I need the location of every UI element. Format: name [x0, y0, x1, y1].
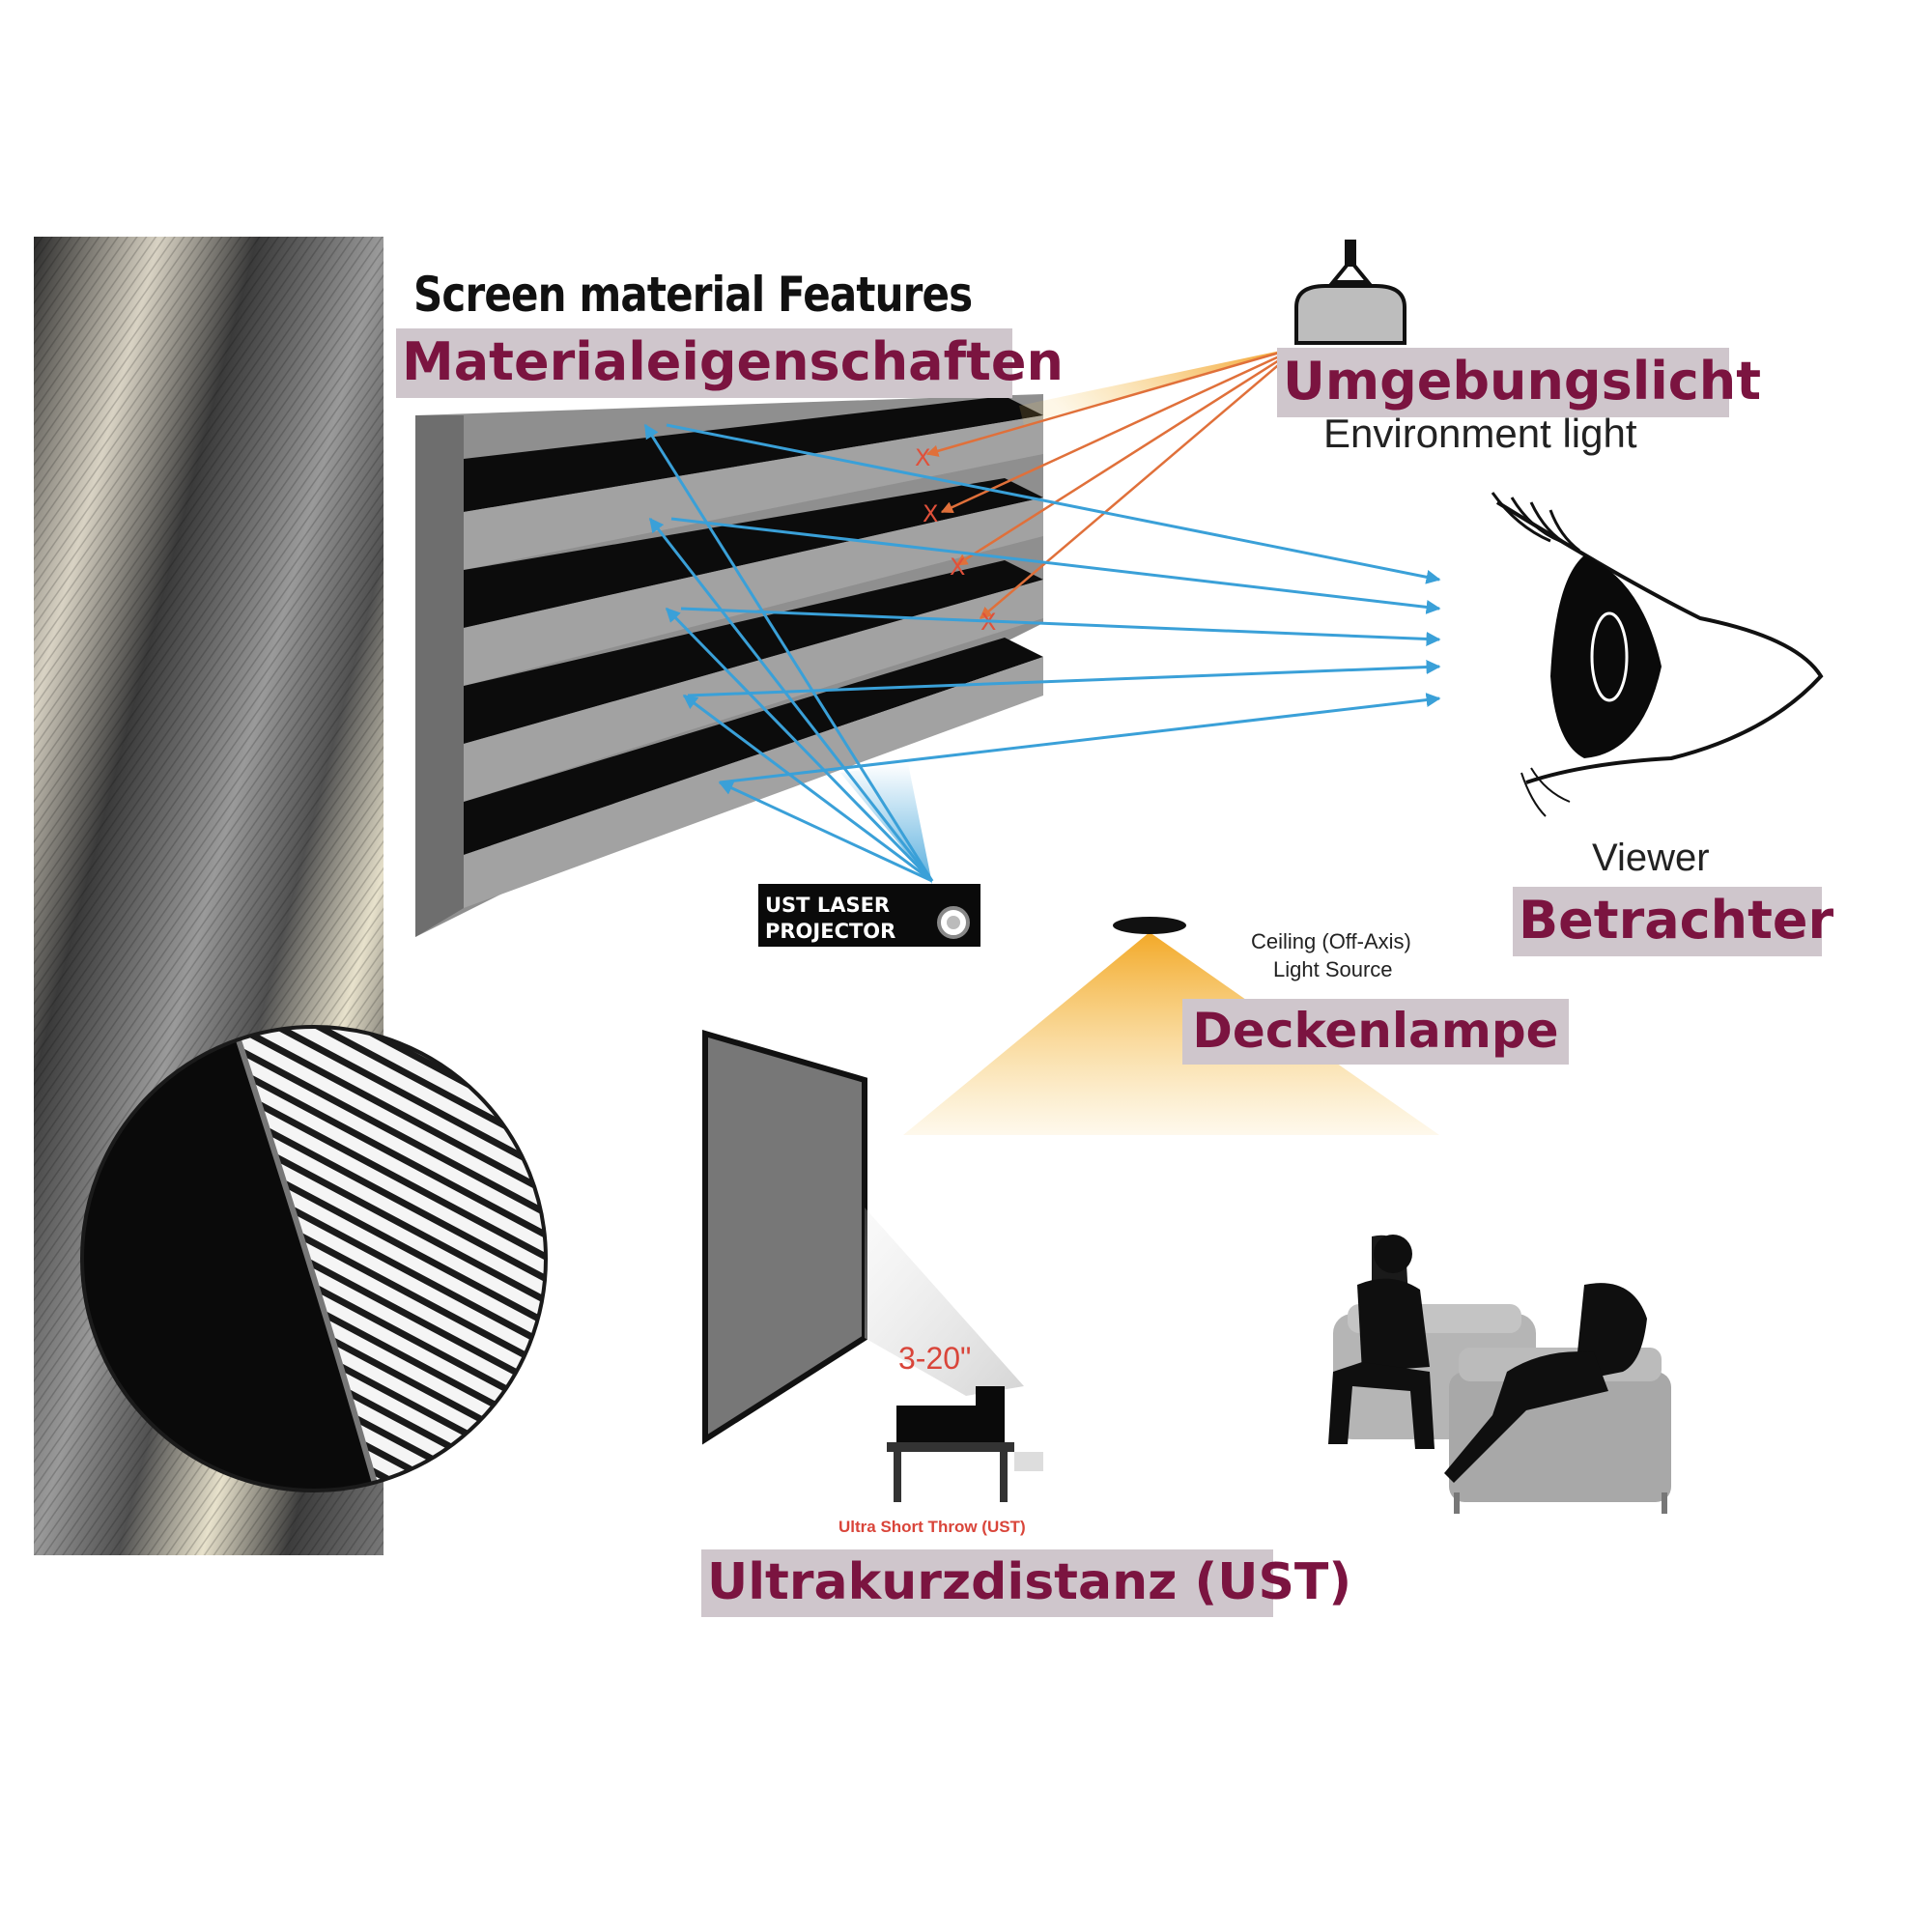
reject-mark: X — [923, 500, 938, 527]
wall-projection-screen — [702, 1030, 867, 1445]
reject-mark: X — [915, 444, 930, 471]
screen-surface-texture — [34, 237, 384, 1555]
screen-material-cross-section — [415, 394, 1043, 937]
label-ust-distance: 3-20" — [898, 1341, 972, 1376]
label-ultra-short-throw: Ultra Short Throw (UST) — [838, 1518, 1026, 1536]
ambient-light-rays: X X X X — [915, 348, 1294, 636]
ust-throw-beam — [865, 1208, 1024, 1396]
magnifier-lens — [80, 1025, 548, 1492]
ceiling-lamp-icon — [903, 917, 1439, 1135]
label-ceiling-off-axis: Ceiling (Off-Axis) — [1251, 929, 1411, 953]
reject-mark: X — [950, 554, 965, 581]
title-en: Screen material Features — [413, 267, 973, 323]
label-light-source: Light Source — [1273, 957, 1393, 981]
label-viewer: Viewer — [1592, 837, 1710, 879]
label-betrachter: Betrachter — [1513, 887, 1833, 956]
label-umgebungslicht: Umgebungslicht — [1277, 348, 1761, 417]
label-ultrakurzdistanz: Ultrakurzdistanz (UST) — [701, 1549, 1351, 1617]
label-environment-light: Environment light — [1323, 411, 1637, 456]
projector-light-rays — [643, 423, 1441, 884]
projector-label-line1: UST LASER — [765, 894, 890, 917]
viewers-on-sofa-icon — [1328, 1235, 1671, 1514]
label-materialeigenschaften: Materialeigenschaften — [396, 328, 1064, 398]
ust-projector-on-table-icon — [887, 1386, 1043, 1502]
projector-label-line2: PROJECTOR — [765, 920, 895, 943]
viewer-eye-icon — [1491, 492, 1824, 817]
ust-laser-projector-icon: UST LASER PROJECTOR — [758, 884, 980, 947]
label-deckenlampe: Deckenlampe — [1182, 999, 1569, 1065]
ceiling-projector-icon — [1294, 240, 1406, 345]
